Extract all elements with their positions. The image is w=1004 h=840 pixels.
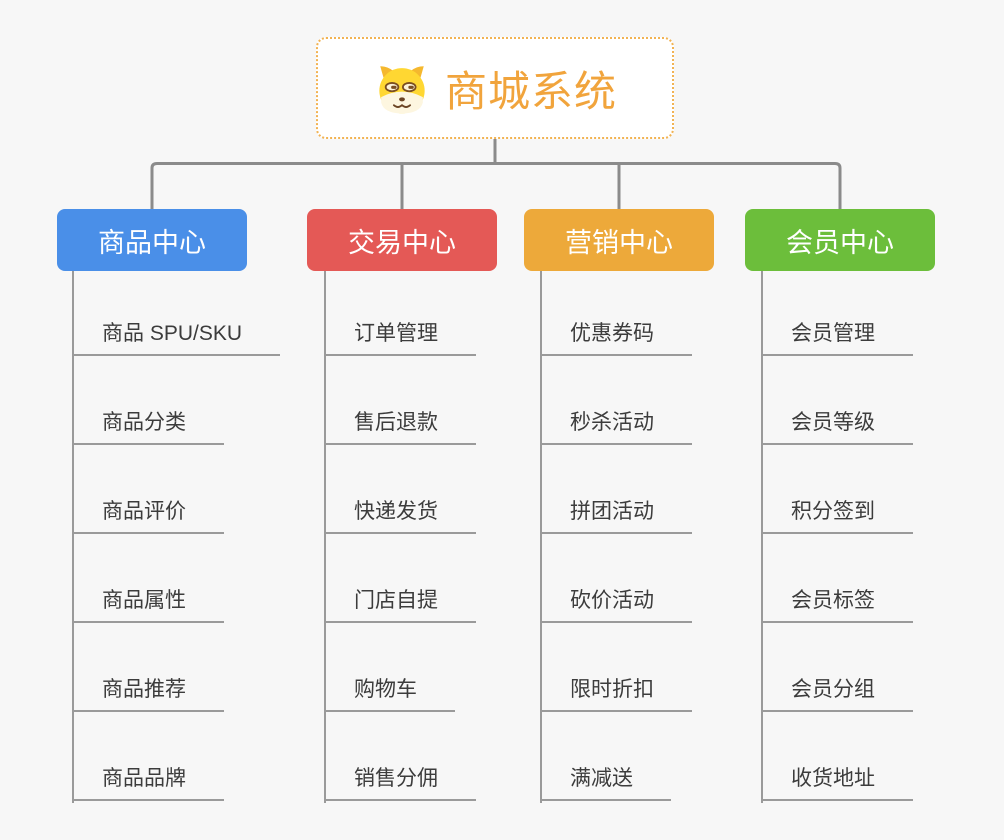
leaf-node[interactable]: 会员等级 — [761, 406, 913, 445]
branch-trunk-line — [761, 271, 763, 803]
branch-trunk-line — [540, 271, 542, 803]
branch-node-member[interactable]: 会员中心 — [745, 209, 935, 271]
leaf-node[interactable]: 订单管理 — [324, 317, 476, 356]
leaf-node[interactable]: 商品品牌 — [72, 762, 224, 801]
root-node[interactable]: 商城系统 — [316, 37, 674, 139]
branch-column-member: 会员管理 会员等级 积分签到 会员标签 会员分组 收货地址 — [761, 271, 1004, 803]
root-title: 商城系统 — [444, 67, 617, 115]
branch-column-trade: 订单管理 售后退款 快递发货 门店自提 购物车 销售分佣 — [324, 271, 574, 803]
leaf-node[interactable]: 销售分佣 — [324, 762, 476, 801]
branch-node-marketing[interactable]: 营销中心 — [524, 209, 714, 271]
leaf-node[interactable]: 商品分类 — [72, 406, 224, 445]
leaf-node[interactable]: 积分签到 — [761, 495, 913, 534]
leaf-node[interactable]: 限时折扣 — [540, 673, 692, 712]
leaf-node[interactable]: 商品 SPU/SKU — [72, 317, 281, 356]
leaf-node[interactable]: 收货地址 — [761, 762, 913, 801]
leaf-node[interactable]: 快递发货 — [324, 495, 476, 534]
branch-label: 商品中心 — [98, 227, 206, 258]
leaf-node[interactable]: 拼团活动 — [540, 495, 692, 534]
leaf-node[interactable]: 售后退款 — [324, 406, 476, 445]
leaf-node[interactable]: 砍价活动 — [540, 584, 692, 623]
leaf-node[interactable]: 秒杀活动 — [540, 406, 692, 445]
branch-label: 交易中心 — [348, 227, 456, 258]
leaf-node[interactable]: 商品属性 — [72, 584, 224, 623]
leaf-node[interactable]: 商品推荐 — [72, 673, 224, 712]
branch-label: 会员中心 — [786, 227, 894, 258]
branch-node-product[interactable]: 商品中心 — [57, 209, 247, 271]
leaf-node[interactable]: 会员标签 — [761, 584, 913, 623]
branch-label: 营销中心 — [565, 227, 673, 258]
branch-trunk-line — [72, 271, 74, 803]
leaf-node[interactable]: 优惠券码 — [540, 317, 692, 356]
leaf-node[interactable]: 会员分组 — [761, 673, 913, 712]
branch-column-marketing: 优惠券码 秒杀活动 拼团活动 砍价活动 限时折扣 满减送 — [540, 271, 790, 803]
leaf-node[interactable]: 满减送 — [540, 762, 671, 801]
branch-column-product: 商品 SPU/SKU 商品分类 商品评价 商品属性 商品推荐 商品品牌 — [72, 271, 322, 803]
leaf-node[interactable]: 购物车 — [324, 673, 455, 712]
branch-trunk-line — [324, 271, 326, 803]
branch-node-trade[interactable]: 交易中心 — [307, 209, 497, 271]
leaf-node[interactable]: 门店自提 — [324, 584, 476, 623]
doge-icon — [373, 59, 431, 117]
branch-rail-line — [150, 162, 842, 210]
leaf-node[interactable]: 会员管理 — [761, 317, 913, 356]
leaf-node[interactable]: 商品评价 — [72, 495, 224, 534]
